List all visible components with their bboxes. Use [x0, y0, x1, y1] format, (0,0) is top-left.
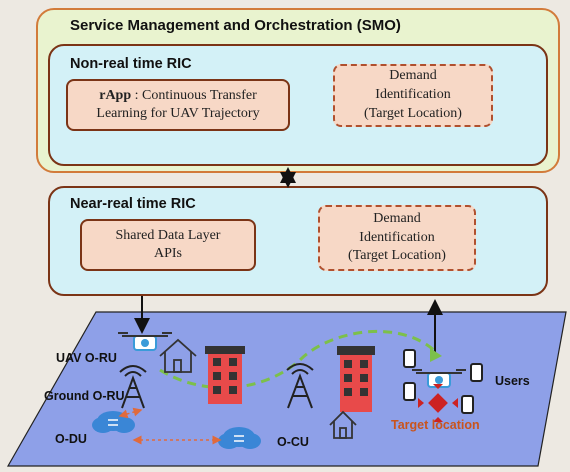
fronthaul-link [118, 407, 143, 419]
sdl-box: Shared Data Layer APIs [80, 219, 256, 271]
near-rt-demand-box: Demand Identification (Target Location) [318, 205, 476, 271]
sdl-line2: APIs [153, 246, 182, 261]
near-rt-ric-title: Near-real time RIC [70, 196, 196, 212]
ocu-label: O-CU [277, 435, 309, 449]
rapp-label: rApp [99, 87, 132, 103]
non-rt-demand-line1: Demand [389, 68, 437, 84]
users-label: Users [495, 374, 530, 388]
rapp-description-line1: : Continuous Transfer [131, 87, 257, 103]
smo-title: Service Management and Orchestration (SM… [70, 17, 401, 34]
sdl-line1: Shared Data Layer [115, 227, 221, 243]
near-rt-demand-line1: Demand [373, 210, 421, 226]
near-rt-demand-line3: (Target Location) [348, 248, 446, 264]
cell-tower-icon [286, 363, 314, 409]
non-rt-ric-title: Non-real time RIC [70, 56, 192, 72]
house-icon [159, 338, 197, 373]
non-rt-demand-line2: Identification [375, 87, 451, 103]
cloud-icon [218, 427, 261, 449]
target-location-icon [418, 384, 458, 422]
building-icon [205, 346, 245, 404]
trajectory-arrowhead [430, 348, 442, 362]
uav-drone-icon [118, 332, 172, 351]
rapp-description-line2: Learning for UAV Trajectory [96, 106, 260, 121]
building-icon [337, 346, 375, 412]
ground-oru-label: Ground O-RU [44, 389, 125, 403]
uav-oru-label: UAV O-RU [56, 351, 117, 365]
non-rt-demand-box: Demand Identification (Target Location) [333, 64, 493, 127]
cell-tower-icon [119, 365, 147, 409]
non-rt-demand-line3: (Target Location) [364, 105, 462, 121]
target-location-label: Target location [391, 418, 480, 432]
near-rt-demand-line2: Identification [359, 229, 435, 245]
house-icon [329, 410, 357, 439]
smartphone-icon [403, 349, 483, 414]
odu-label: O-DU [55, 432, 87, 446]
rapp-box: rApp : Continuous Transfer Learning for … [66, 79, 290, 131]
